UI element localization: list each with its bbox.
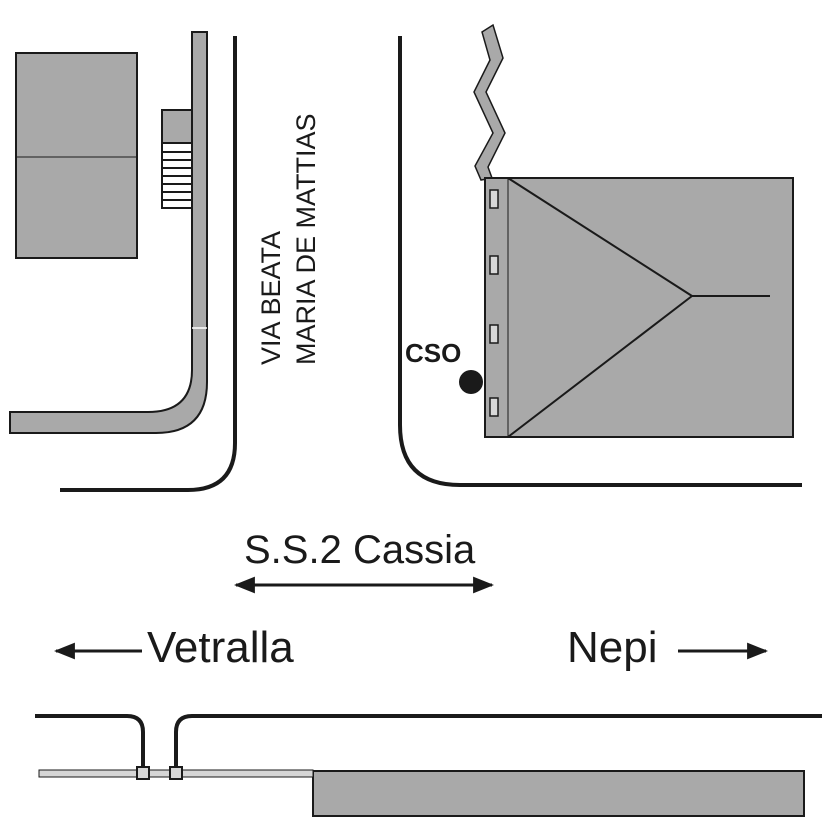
cso-marker-dot [459,370,483,394]
street-name-line1: VIA BEATA [256,230,286,365]
building-bottom [312,770,805,817]
main-building [484,177,794,438]
bottom-road-edge-right [174,714,822,772]
bottom-road-edge-left [35,714,145,772]
main-road-label: S.S.2 Cassia [244,528,476,572]
direction-right-label: Nepi [567,623,658,672]
sidewalk-left [9,31,208,434]
building-top-left [15,52,138,259]
direction-left-label: Vetralla [147,623,294,672]
street-kerb-right [398,36,802,487]
street-kerb-left [60,36,237,492]
street-name-line2: MARIA DE MATTIAS [291,113,321,365]
site-marker-label: CSO [405,338,462,368]
gate-post-left [136,766,150,780]
entrance-steps [161,109,193,209]
zigzag-wall [473,23,506,181]
gate-post-right [169,766,183,780]
